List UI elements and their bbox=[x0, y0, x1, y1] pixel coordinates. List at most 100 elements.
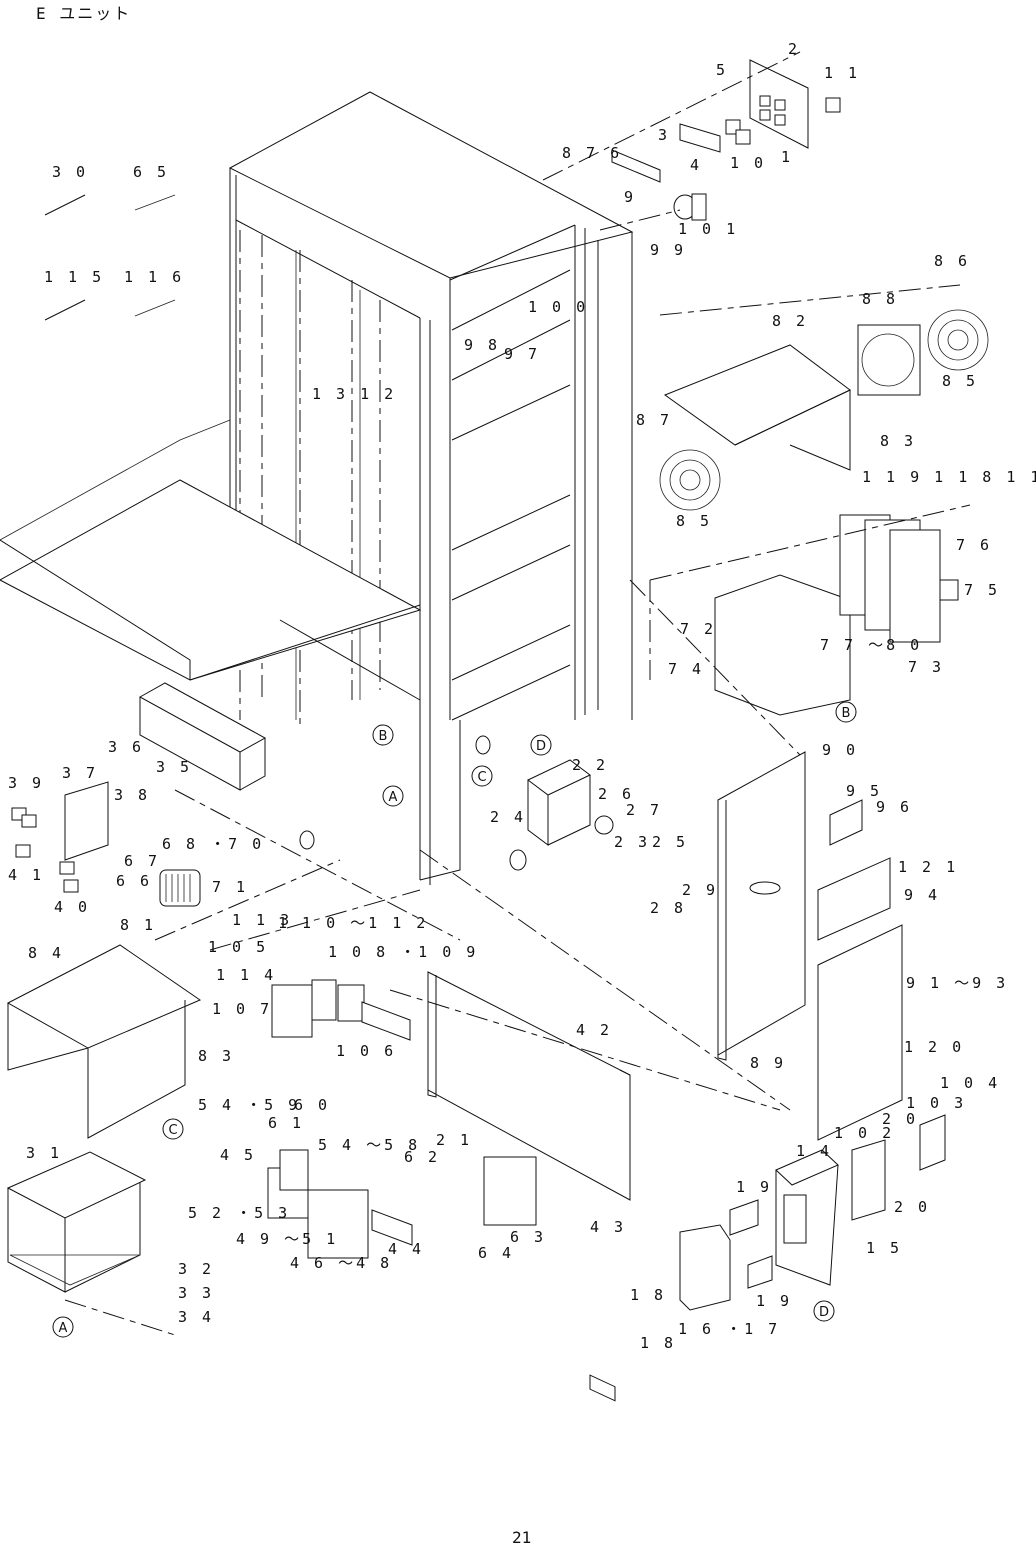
label-38: 3 8 bbox=[114, 786, 150, 804]
label-102: 1 0 2 bbox=[834, 1124, 894, 1142]
label-113: 1 1 3 bbox=[232, 911, 292, 929]
label-1: 1 bbox=[781, 148, 793, 166]
label-103: 1 0 3 bbox=[906, 1094, 966, 1112]
label-77-80: 7 7 ～8 0 bbox=[820, 636, 922, 654]
label-84: 8 4 bbox=[28, 944, 64, 962]
label-60: 6 0 bbox=[294, 1096, 330, 1114]
fan-assembly bbox=[659, 284, 989, 511]
box-35 bbox=[138, 682, 267, 791]
label-99: 9 9 bbox=[650, 241, 686, 259]
label-26: 2 6 bbox=[598, 785, 634, 803]
ref-marker-A2: A bbox=[59, 1321, 68, 1336]
label-31: 3 1 bbox=[26, 1144, 62, 1162]
ref-marker-B1: B bbox=[379, 729, 388, 744]
label-88: 8 8 bbox=[862, 290, 898, 308]
label-42: 4 2 bbox=[576, 1021, 612, 1039]
label-76: 7 6 bbox=[956, 536, 992, 554]
large-panel bbox=[389, 971, 781, 1402]
label-81: 8 1 bbox=[120, 916, 156, 934]
label-4: 4 bbox=[690, 156, 702, 174]
label-110-112: 1 1 0 ～1 1 2 bbox=[278, 914, 428, 932]
ref-marker-D1: D bbox=[536, 739, 546, 754]
label-100: 1 0 0 bbox=[528, 298, 588, 316]
label-29: 2 9 bbox=[682, 881, 718, 899]
transformer-box-right bbox=[649, 504, 971, 716]
transformer-block bbox=[6, 1151, 147, 1293]
label-11: 1 1 bbox=[824, 64, 860, 82]
label-95: 9 5 bbox=[846, 782, 882, 800]
label-2: 2 bbox=[788, 40, 800, 58]
label-33: 3 3 bbox=[178, 1284, 214, 1302]
label-67: 6 7 bbox=[124, 852, 160, 870]
label-71: 7 1 bbox=[212, 878, 248, 896]
lower-right-panels bbox=[717, 751, 903, 1141]
label-52-53: 5 2 ・5 3 bbox=[188, 1204, 290, 1222]
label-82: 8 2 bbox=[772, 312, 808, 330]
rod-parts bbox=[44, 194, 176, 321]
relay-assembly bbox=[267, 1149, 413, 1259]
label-46-48: 4 6 ～4 8 bbox=[290, 1254, 392, 1272]
label-85a: 8 5 bbox=[942, 372, 978, 390]
ref-marker-A1: A bbox=[389, 790, 398, 805]
label-83a: 8 3 bbox=[880, 432, 916, 450]
label-66: 6 6 bbox=[116, 872, 152, 890]
label-18b: 1 8 bbox=[640, 1334, 676, 1352]
label-83b: 8 3 bbox=[198, 1047, 234, 1065]
label-36: 3 6 bbox=[108, 738, 144, 756]
label-37: 3 7 bbox=[62, 764, 98, 782]
label-97: 9 7 bbox=[504, 345, 540, 363]
shelf-tray bbox=[0, 419, 422, 701]
label-54-59: 5 4 ・5 9 bbox=[198, 1096, 300, 1114]
terminal-block bbox=[11, 781, 109, 893]
ref-marker-D2: D bbox=[819, 1305, 829, 1320]
label-39: 3 9 bbox=[8, 774, 44, 792]
ref-marker-C2: C bbox=[168, 1123, 177, 1138]
page-number: 21 bbox=[512, 1528, 532, 1547]
ref-marker-B2: B bbox=[842, 706, 851, 721]
label-43: 4 3 bbox=[590, 1218, 626, 1236]
top-panel-assembly bbox=[542, 51, 841, 231]
label-89: 8 9 bbox=[750, 1054, 786, 1072]
label-65: 6 5 bbox=[133, 163, 169, 181]
label-63: 6 3 bbox=[510, 1228, 546, 1246]
label-19a: 1 9 bbox=[736, 1178, 772, 1196]
label-32: 3 2 bbox=[178, 1260, 214, 1278]
noise-filter bbox=[159, 869, 201, 907]
label-27: 2 7 bbox=[626, 801, 662, 819]
switch-box bbox=[299, 735, 614, 871]
label-91-93: 9 1 ～9 3 bbox=[906, 974, 1008, 992]
label-116: 1 1 6 bbox=[124, 268, 184, 286]
label-119-118-117: 1 1 9 1 1 8 1 1 7 bbox=[862, 468, 1036, 486]
label-85b: 8 5 bbox=[676, 512, 712, 530]
box-14 bbox=[679, 1114, 946, 1311]
label-94: 9 4 bbox=[904, 886, 940, 904]
label-23: 2 3 bbox=[614, 833, 650, 851]
page-title: E ユニット bbox=[36, 4, 132, 23]
label-21: 2 1 bbox=[436, 1131, 472, 1149]
label-44: 4 4 bbox=[388, 1240, 424, 1258]
label-14: 1 4 bbox=[796, 1142, 832, 1160]
label-101: 1 0 1 bbox=[678, 220, 738, 238]
label-121: 1 2 1 bbox=[898, 858, 958, 876]
ref-marker-C1: C bbox=[477, 770, 486, 785]
label-120: 1 2 0 bbox=[904, 1038, 964, 1056]
label-107: 1 0 7 bbox=[212, 1000, 272, 1018]
label-24: 2 4 bbox=[490, 808, 526, 826]
label-64: 6 4 bbox=[478, 1244, 514, 1262]
label-115: 1 1 5 bbox=[44, 268, 104, 286]
label-72: 7 2 bbox=[680, 620, 716, 638]
label-54-58: 5 4 ～5 8 bbox=[318, 1136, 420, 1154]
label-19b: 1 9 bbox=[756, 1292, 792, 1310]
label-96: 9 6 bbox=[876, 798, 912, 816]
label-40: 4 0 bbox=[54, 898, 90, 916]
label-90: 9 0 bbox=[822, 741, 858, 759]
part-labels: 2 5 1 1 8 7 6 3 4 1 0 1 9 1 0 1 9 9 3 0 … bbox=[8, 40, 1036, 1352]
label-45: 4 5 bbox=[220, 1146, 256, 1164]
label-5: 5 bbox=[716, 61, 728, 79]
label-28: 2 8 bbox=[650, 899, 686, 917]
left-cover bbox=[6, 944, 202, 1139]
label-30: 3 0 bbox=[52, 163, 88, 181]
label-62: 6 2 bbox=[404, 1148, 440, 1166]
label-25: 2 5 bbox=[652, 833, 688, 851]
cabinet-frame bbox=[228, 91, 634, 885]
